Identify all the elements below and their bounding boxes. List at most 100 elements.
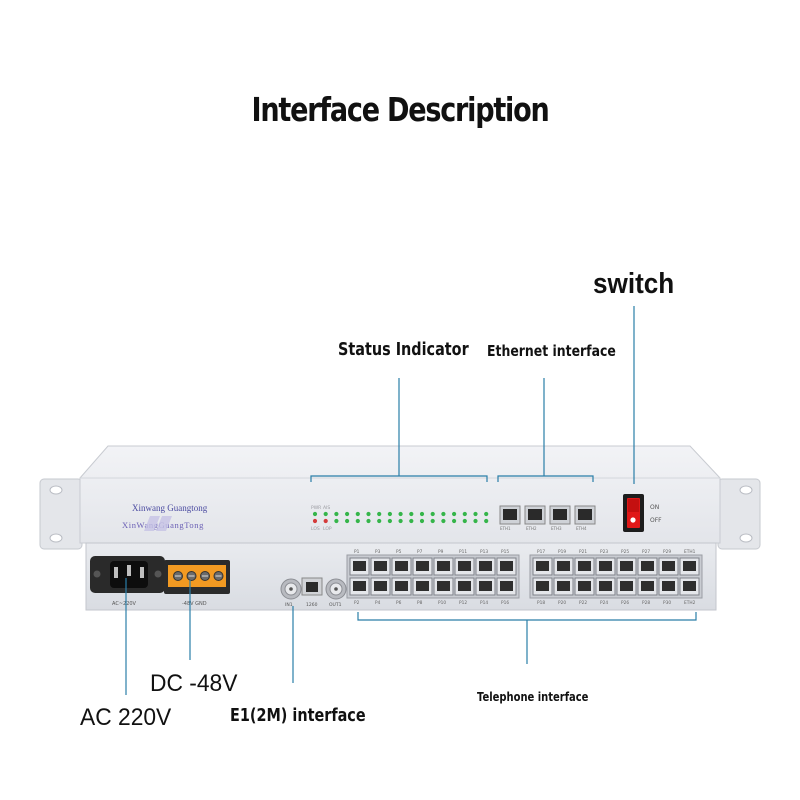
status-led bbox=[377, 511, 382, 517]
callout-lines bbox=[125, 306, 697, 695]
telephone-port-socket bbox=[662, 561, 675, 571]
telephone-port-label: P21 bbox=[579, 549, 587, 555]
status-led bbox=[452, 511, 457, 517]
brand-text: Xinwang Guangtong bbox=[132, 503, 208, 513]
status-led bbox=[377, 518, 382, 524]
status-led bbox=[398, 518, 403, 524]
telephone-port-socket bbox=[437, 581, 450, 591]
label-telephone-interface: Telephone interface bbox=[477, 690, 589, 704]
telephone-port-socket bbox=[479, 581, 492, 591]
telephone-port-socket bbox=[395, 561, 408, 571]
ethernet-ports bbox=[499, 505, 596, 525]
callout-ethernet bbox=[497, 378, 594, 482]
status-led bbox=[355, 518, 360, 524]
telephone-port-label: P6 bbox=[396, 600, 402, 606]
telephone-port-block-left bbox=[346, 554, 520, 599]
eth-port-label-4: ETH4 bbox=[576, 526, 587, 531]
telephone-port-socket bbox=[620, 581, 633, 591]
callout-status-indicator bbox=[310, 378, 488, 482]
status-led bbox=[409, 511, 414, 517]
telephone-port-label: P20 bbox=[558, 600, 566, 606]
status-led bbox=[366, 518, 371, 524]
ethernet-port-socket bbox=[528, 509, 542, 520]
telephone-port-label: P18 bbox=[537, 600, 545, 606]
ac-power-label: AC~220V bbox=[112, 601, 137, 607]
label-ac: AC 220V bbox=[80, 704, 172, 731]
telephone-port-socket bbox=[662, 581, 675, 591]
status-label-lop: LOP bbox=[323, 526, 332, 532]
telephone-port-socket bbox=[599, 561, 612, 571]
status-led bbox=[366, 511, 371, 517]
telephone-port-label: P17 bbox=[537, 549, 545, 555]
status-led bbox=[345, 511, 350, 517]
status-led bbox=[430, 518, 435, 524]
status-led bbox=[473, 518, 478, 524]
telephone-port-label: P27 bbox=[642, 549, 650, 555]
telephone-port-socket bbox=[641, 581, 654, 591]
ethernet-port-socket bbox=[503, 509, 517, 520]
status-led bbox=[462, 511, 467, 517]
status-led bbox=[441, 511, 446, 517]
switch-off-label: OFF bbox=[650, 517, 662, 524]
telephone-port-socket bbox=[683, 561, 696, 571]
status-label-ais: AIS bbox=[323, 505, 330, 511]
telephone-port-socket bbox=[557, 561, 570, 571]
page-title: Interface Description bbox=[251, 90, 549, 129]
rj-connector bbox=[301, 577, 323, 596]
status-led bbox=[430, 511, 435, 517]
telephone-port-label: P9 bbox=[438, 549, 444, 555]
eth-port-label-3: ETH3 bbox=[551, 526, 562, 531]
ethernet-port-socket bbox=[578, 509, 592, 520]
telephone-port-label: P14 bbox=[480, 600, 488, 606]
label-status-indicator: Status Indicator bbox=[338, 339, 469, 360]
telephone-port-label: P22 bbox=[579, 600, 587, 606]
telephone-port-socket bbox=[374, 561, 387, 571]
bnc-out-label: OUT1 bbox=[329, 602, 342, 608]
status-led bbox=[334, 518, 339, 524]
telephone-port-socket bbox=[536, 581, 549, 591]
status-led bbox=[452, 518, 457, 524]
telephone-port-socket bbox=[395, 581, 408, 591]
label-e1-interface: E1(2M) interface bbox=[230, 705, 366, 726]
status-label-los: LOS bbox=[311, 526, 320, 532]
telephone-port-socket bbox=[458, 561, 471, 571]
status-led bbox=[387, 511, 392, 517]
telephone-port-label: ETH2 bbox=[684, 600, 696, 606]
telephone-port-socket bbox=[416, 561, 429, 571]
status-led bbox=[323, 518, 328, 524]
bnc-connector-in bbox=[280, 578, 302, 600]
telephone-port-label: P1 bbox=[354, 549, 360, 555]
telephone-port-label: P8 bbox=[417, 600, 423, 606]
telephone-port-label: P29 bbox=[663, 549, 671, 555]
telephone-port-label: ETH1 bbox=[684, 549, 696, 555]
status-led bbox=[409, 518, 414, 524]
telephone-port-label: P23 bbox=[600, 549, 608, 555]
status-led bbox=[345, 518, 350, 524]
status-led bbox=[323, 511, 328, 517]
telephone-port-socket bbox=[500, 581, 513, 591]
telephone-port-socket bbox=[458, 581, 471, 591]
status-led bbox=[484, 518, 489, 524]
label-switch: switch bbox=[593, 268, 675, 300]
eth-port-label-2: ETH2 bbox=[526, 526, 537, 531]
telephone-port-socket bbox=[353, 581, 366, 591]
telephone-port-socket bbox=[578, 561, 591, 571]
telephone-port-socket bbox=[620, 561, 633, 571]
rj-connector-label: 1260 bbox=[306, 602, 318, 608]
switch-on-label: ON bbox=[650, 504, 659, 511]
telephone-port-label: P24 bbox=[600, 600, 608, 606]
dc-power-label: -48V GND bbox=[182, 601, 207, 607]
status-led bbox=[334, 511, 339, 517]
telephone-port-block-right bbox=[529, 554, 703, 599]
telephone-port-label: P11 bbox=[459, 549, 467, 555]
dc-terminal-block bbox=[164, 560, 230, 594]
telephone-port-socket bbox=[599, 581, 612, 591]
telephone-port-label: P3 bbox=[375, 549, 381, 555]
telephone-port-label: P4 bbox=[375, 600, 381, 606]
status-led bbox=[419, 518, 425, 524]
telephone-port-label: P26 bbox=[621, 600, 629, 606]
telephone-port-socket bbox=[641, 561, 654, 571]
power-switch[interactable] bbox=[623, 494, 644, 532]
telephone-port-label: P10 bbox=[438, 600, 446, 606]
